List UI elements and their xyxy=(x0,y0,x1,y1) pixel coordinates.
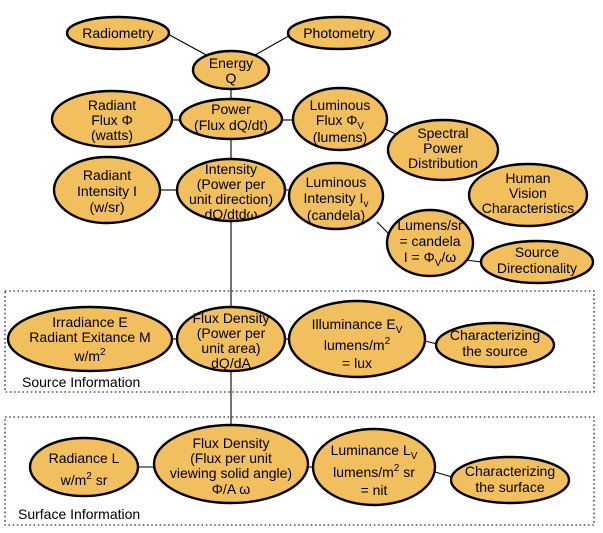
irradiance-label-2: Radiant Exitance M xyxy=(29,329,150,345)
intensity-label-2: (Power per xyxy=(197,176,266,192)
flux-density-area-label-1: Flux Density xyxy=(192,310,269,326)
illuminance-label-2: lumens/m2 xyxy=(324,336,391,353)
lumens-sr-label-1: Lumens/sr xyxy=(397,217,463,233)
intensity-label-3: unit direction) xyxy=(189,191,273,207)
human-vision-label-3: Characteristics xyxy=(482,200,575,216)
intensity-label-1: Intensity xyxy=(205,161,257,177)
characterizing-source-label-1: Characterizing xyxy=(450,327,540,343)
source-directionality-label-2: Directionality xyxy=(497,260,577,276)
radiometry-label: Radiometry xyxy=(82,25,154,41)
luminous-intensity-node[interactable]: Luminous Intensity Iv (candela) xyxy=(287,161,385,231)
characterizing-source-node[interactable]: Characterizing the source xyxy=(434,321,556,369)
source-directionality-label-1: Source xyxy=(515,244,560,260)
flux-density-solid-label-2: (Flux per unit xyxy=(190,450,272,466)
surface-information-label: Surface Information xyxy=(18,506,140,522)
flux-density-solid-label-4: Φ/A ω xyxy=(212,481,251,497)
characterizing-surface-label-1: Characterizing xyxy=(465,463,555,479)
lumens-sr-label-3: I = ΦV/ω xyxy=(404,249,457,269)
irradiance-node[interactable]: Irradiance E Radiant Exitance M w/m2 xyxy=(6,305,174,373)
power-label-1: Power xyxy=(211,101,251,117)
flux-density-area-label-2: (Power per xyxy=(197,325,266,341)
luminous-flux-label-3: (lumens) xyxy=(313,129,367,145)
source-information-label: Source Information xyxy=(22,374,140,390)
characterizing-surface-node[interactable]: Characterizing the surface xyxy=(449,455,571,505)
illuminance-label-3: = lux xyxy=(342,355,372,371)
radiant-flux-node[interactable]: Radiant Flux Φ (watts) xyxy=(50,89,174,149)
edge-luminance-charsurface xyxy=(434,471,453,478)
flux-density-area-node[interactable]: Flux Density (Power per unit area) dQ/dA xyxy=(175,305,287,373)
human-vision-label-1: Human xyxy=(505,170,550,186)
radiant-intensity-label-1: Radiant xyxy=(83,167,131,183)
characterizing-surface-label-2: the surface xyxy=(475,479,544,495)
luminance-label-3: = nit xyxy=(361,482,388,498)
spectral-power-label-3: Distribution xyxy=(408,155,478,171)
luminous-flux-label-1: Luminous xyxy=(310,97,371,113)
radiant-intensity-node[interactable]: Radiant Intensity I (w/sr) xyxy=(52,155,162,225)
radiometry-node[interactable]: Radiometry xyxy=(65,15,171,51)
irradiance-label-1: Irradiance E xyxy=(52,314,127,330)
flux-density-area-label-4: dQ/dA xyxy=(211,355,251,371)
spectral-power-label-1: Spectral xyxy=(417,125,468,141)
luminance-label-1: Luminance LV xyxy=(331,442,418,462)
radiant-flux-label-2: Flux Φ xyxy=(91,112,133,128)
source-information-region xyxy=(4,290,595,393)
energy-node[interactable]: Energy Q xyxy=(191,49,271,91)
connectors xyxy=(138,32,483,478)
flux-density-solid-angle-node[interactable]: Flux Density (Flux per unit viewing soli… xyxy=(152,423,310,505)
spectral-power-label-2: Power xyxy=(423,140,463,156)
illuminance-node[interactable]: Illuminance EV lumens/m2 = lux xyxy=(287,299,427,379)
characterizing-source-label-2: the source xyxy=(462,343,528,359)
photometry-label: Photometry xyxy=(303,25,375,41)
spectral-power-node[interactable]: Spectral Power Distribution xyxy=(386,118,500,182)
radiant-flux-label-1: Radiant xyxy=(88,97,136,113)
luminous-intensity-label-1: Luminous xyxy=(306,174,367,190)
illuminance-label-1: Illuminance EV xyxy=(312,316,403,336)
luminance-label-2: lumens/m2 sr xyxy=(333,463,415,480)
power-node[interactable]: Power (Flux dQ/dt) xyxy=(178,97,284,141)
luminous-intensity-label-3: (candela) xyxy=(307,207,365,223)
human-vision-label-2: Vision xyxy=(509,185,547,201)
power-label-2: (Flux dQ/dt) xyxy=(194,117,268,133)
energy-label-2: Q xyxy=(226,70,237,86)
radiant-flux-label-3: (watts) xyxy=(91,127,133,143)
energy-label-1: Energy xyxy=(209,55,253,71)
lumens-sr-label-2: = candela xyxy=(399,233,460,249)
radiance-label-2: w/m2 sr xyxy=(60,471,108,488)
human-vision-node[interactable]: Human Vision Characteristics xyxy=(467,162,589,228)
flux-density-area-label-3: unit area) xyxy=(201,340,260,356)
flux-density-solid-label-1: Flux Density xyxy=(192,435,269,451)
radiant-intensity-label-2: Intensity I xyxy=(77,183,137,199)
flux-density-solid-label-3: viewing solid angle) xyxy=(170,465,292,481)
luminance-node[interactable]: Luminance LV lumens/m2 sr = nit xyxy=(311,427,437,507)
photometry-node[interactable]: Photometry xyxy=(286,15,392,51)
luminous-flux-node[interactable]: Luminous Flux ΦV (lumens) xyxy=(291,86,389,152)
irradiance-label-3: w/m2 xyxy=(73,347,106,364)
luminous-flux-label-2: Flux ΦV xyxy=(316,112,365,132)
lumens-per-sr-node[interactable]: Lumens/sr = candela I = ΦV/ω xyxy=(385,208,475,278)
radiance-node[interactable]: Radiance L w/m2 sr xyxy=(28,436,140,498)
source-directionality-node[interactable]: Source Directionality xyxy=(479,239,595,285)
intensity-label-4: dQ/dtdω xyxy=(205,206,258,222)
radiant-intensity-label-3: (w/sr) xyxy=(90,199,125,215)
luminous-intensity-label-2: Intensity Iv xyxy=(304,190,369,210)
intensity-node[interactable]: Intensity (Power per unit direction) dQ/… xyxy=(175,157,287,223)
surface-information-region xyxy=(4,416,595,526)
radiance-label-1: Radiance L xyxy=(49,450,120,466)
